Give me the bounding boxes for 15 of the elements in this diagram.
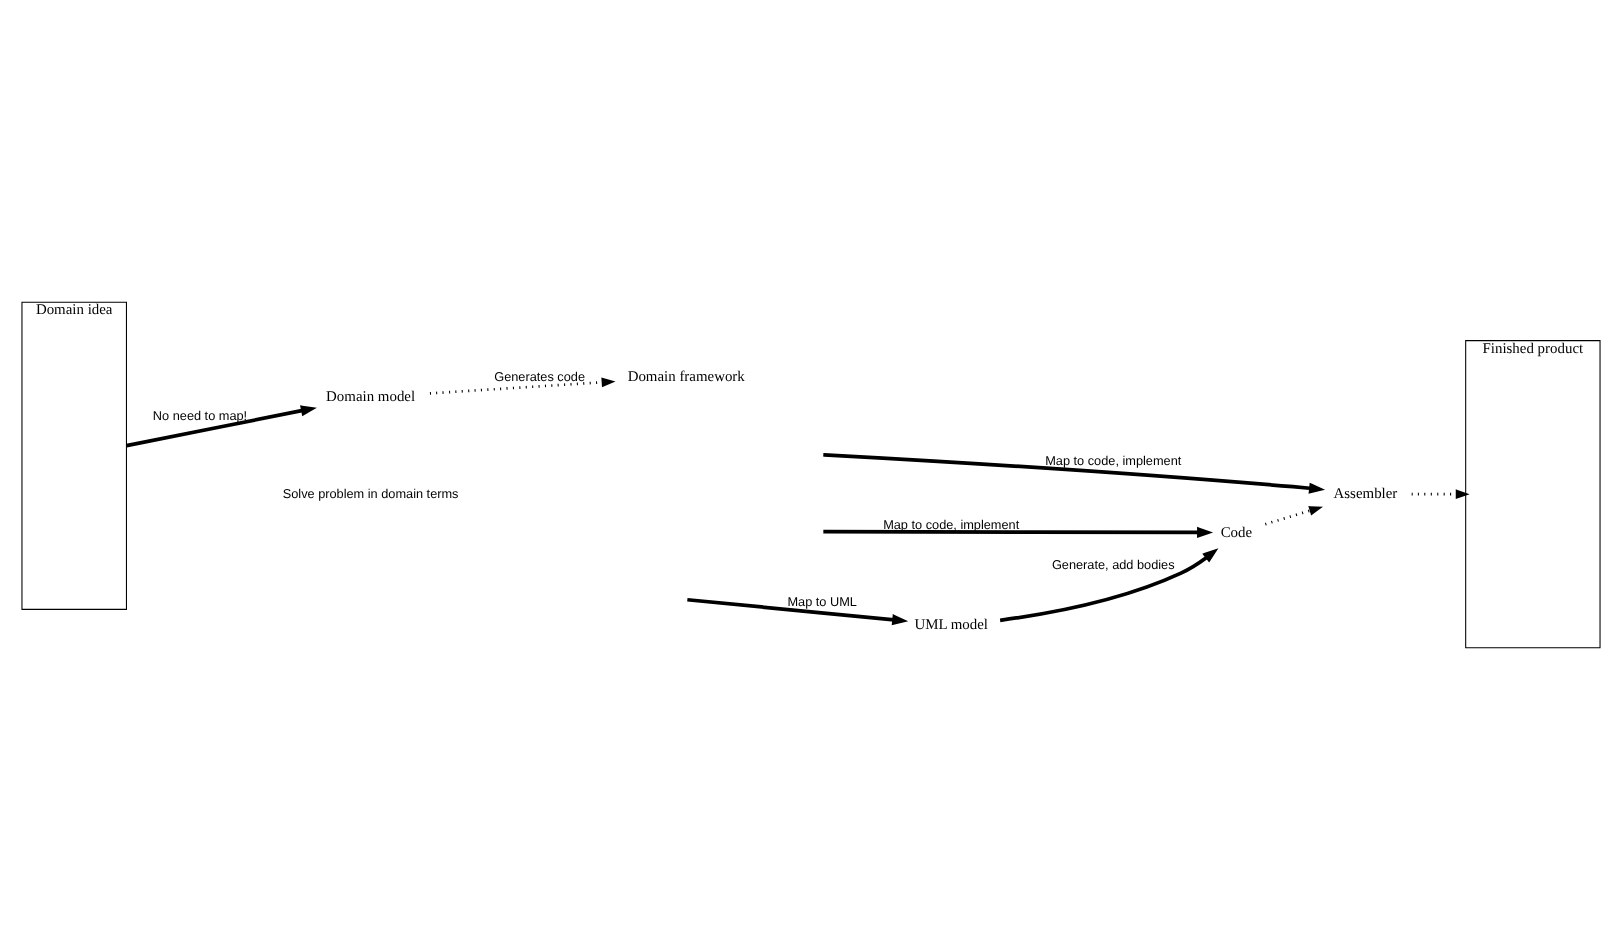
arrow	[999, 548, 1219, 623]
arrow	[1264, 506, 1324, 526]
node-text: UML model	[914, 615, 988, 634]
node-box: Domain idea	[21, 301, 127, 610]
node-text: Code	[1220, 522, 1253, 541]
arrow	[126, 405, 317, 448]
arrow	[823, 526, 1214, 539]
arrow	[823, 452, 1326, 494]
node-box: Finished product	[1465, 340, 1601, 649]
node-text: Domain framework	[627, 366, 745, 385]
arrow	[429, 377, 616, 395]
arrow	[687, 597, 909, 626]
node-text: Domain model	[326, 387, 416, 406]
arrow	[1411, 489, 1470, 500]
node-text: Assembler	[1333, 484, 1398, 503]
